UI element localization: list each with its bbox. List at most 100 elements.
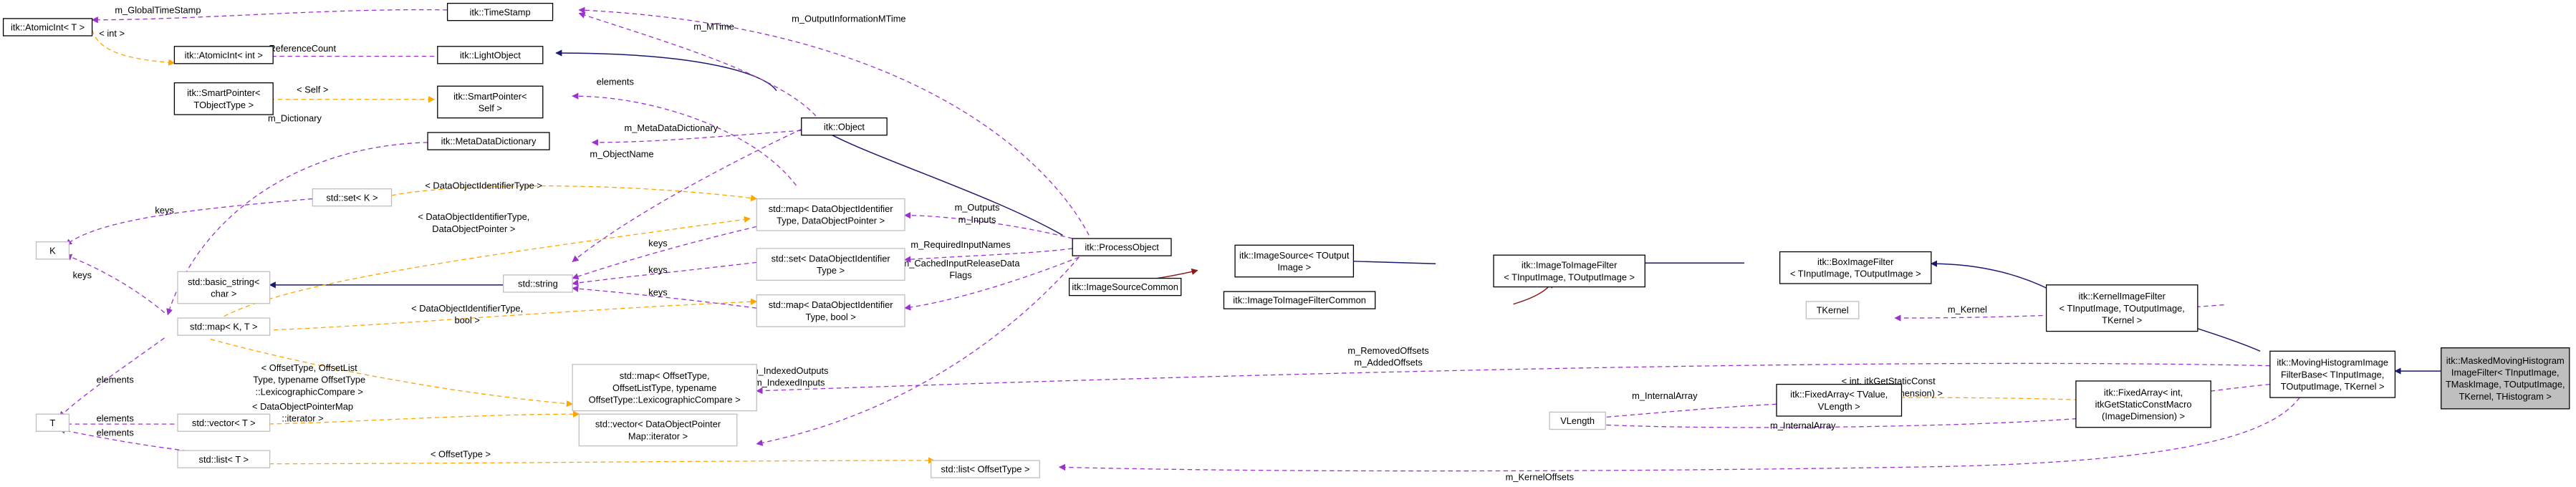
edge-label: m_InternalArray bbox=[1770, 420, 1836, 431]
edge-label-line: ::LexicographicCompare > bbox=[256, 386, 363, 397]
edge-label-line: < OffsetType, OffsetList bbox=[261, 362, 358, 373]
node-k[interactable]: K bbox=[35, 241, 70, 260]
edge-label: m_RequiredInputNames bbox=[910, 239, 1010, 250]
node-vector-dataobject-pointer-map-iterator[interactable]: std::vector< DataObjectPointerMap::itera… bbox=[578, 413, 738, 447]
node-std-string[interactable]: std::string bbox=[503, 274, 573, 293]
edge-label-line: < DataObjectIdentifierType, bbox=[418, 211, 529, 222]
node-label: Type > bbox=[817, 265, 845, 276]
node-box bbox=[173, 46, 274, 64]
node-label: T bbox=[50, 418, 56, 428]
node-fixed-array-tvalue-vlength[interactable]: itk::FixedArray< TValue,VLength > bbox=[1776, 383, 1903, 417]
node-std-set-k[interactable]: std::set< K > bbox=[312, 188, 393, 207]
node-box bbox=[1779, 251, 1932, 284]
node-label: < TInputImage, TOutputImage > bbox=[1790, 269, 1921, 279]
node-list-offset-type[interactable]: std::list< OffsetType > bbox=[931, 460, 1040, 478]
node-object[interactable]: itk::Object bbox=[801, 117, 888, 136]
edge-keys-map2 bbox=[572, 285, 757, 309]
node-box-image-filter[interactable]: itk::BoxImageFilter< TInputImage, TOutpu… bbox=[1779, 251, 1932, 284]
node-box bbox=[2, 18, 93, 37]
node-image-to-image-filter-common[interactable]: itk::ImageToImageFilterCommon bbox=[1223, 291, 1376, 309]
node-std-basic-string[interactable]: std::basic_string<char > bbox=[177, 271, 271, 304]
edge-label-line: keys bbox=[648, 264, 667, 275]
edge-label: keys bbox=[648, 238, 667, 249]
node-box bbox=[312, 188, 393, 207]
node-image-to-image-filter[interactable]: itk::ImageToImageFilter< TInputImage, TO… bbox=[1493, 254, 1645, 288]
edge-label: m_MTime bbox=[693, 21, 734, 32]
node-fixed-array-int[interactable]: itk::FixedArray< int,itkGetStaticConstMa… bbox=[2075, 380, 2211, 428]
edge-label-line: keys bbox=[73, 270, 92, 281]
edge-label: m_InternalArray bbox=[1632, 390, 1698, 401]
edge-label-line: < int, itkGetStaticConst bbox=[1842, 376, 1936, 387]
node-label: ImageFilter< TInputImage, bbox=[2451, 367, 2560, 378]
node-label: FilterBase< TInputImage, bbox=[2281, 369, 2384, 380]
edge-label: m_ReferenceCount bbox=[256, 43, 337, 54]
node-atomic-int-t[interactable]: itk::AtomicInt< T > bbox=[2, 18, 93, 37]
edge-removed-offsets bbox=[756, 362, 2270, 395]
node-kernel-image-filter[interactable]: itk::KernelImageFilter< TInputImage, TOu… bbox=[2045, 284, 2198, 332]
edge-label-line: m_AddedOffsets bbox=[1354, 357, 1422, 368]
node-map-dataobject-pointer[interactable]: std::map< DataObjectIdentifierType, Data… bbox=[756, 198, 905, 231]
node-map-offset-type[interactable]: std::map< OffsetType,OffsetListType, typ… bbox=[572, 364, 757, 412]
node-label: TKernel > bbox=[2102, 314, 2142, 325]
node-label: TOutputImage, TKernel > bbox=[2281, 381, 2385, 392]
edge-label-line: m_IndexedOutputs bbox=[751, 365, 829, 376]
edge-label: m_KernelOffsets bbox=[1506, 472, 1574, 483]
edge-label-line: ::iterator > bbox=[282, 413, 323, 423]
node-map-dataobject-bool[interactable]: std::map< DataObjectIdentifierType, bool… bbox=[756, 294, 905, 327]
node-box bbox=[1493, 254, 1645, 288]
node-t[interactable]: T bbox=[35, 413, 70, 432]
diagram-edge-labels: m_GlobalTimeStamp < int > m_ReferenceCou… bbox=[73, 4, 2195, 482]
node-label: Type, DataObjectPointer > bbox=[777, 216, 885, 226]
edge-timestamp-globaltimestamp bbox=[91, 9, 448, 24]
node-smart-pointer-self[interactable]: itk::SmartPointer<Self > bbox=[437, 85, 544, 119]
node-box bbox=[2269, 350, 2396, 398]
node-process-object[interactable]: itk::ProcessObject bbox=[1072, 238, 1172, 256]
node-label: itk::KernelImageFilter bbox=[2079, 291, 2166, 302]
edge-label-line: elements bbox=[97, 413, 134, 423]
node-label: OffsetListType, typename bbox=[612, 382, 716, 393]
node-label: K bbox=[49, 245, 56, 256]
node-label: (ImageDimension) > bbox=[2102, 411, 2185, 422]
edge-label-line: DataObjectPointer > bbox=[432, 223, 515, 234]
edge-label: elements bbox=[97, 413, 134, 423]
node-label: TKernel bbox=[1817, 305, 1849, 316]
node-box bbox=[446, 2, 554, 21]
node-set-dataobject-identifier[interactable]: std::set< DataObjectIdentifierType > bbox=[756, 248, 905, 281]
node-box bbox=[177, 450, 271, 468]
node-label: itk::MetaDataDictionary bbox=[441, 136, 537, 147]
node-image-source-common[interactable]: itk::ImageSourceCommon bbox=[1068, 277, 1182, 296]
node-timestamp[interactable]: itk::TimeStamp bbox=[446, 2, 554, 21]
edge-indexed-outputs bbox=[756, 256, 1080, 446]
node-std-vector-t[interactable]: std::vector< T > bbox=[177, 413, 271, 432]
node-atomic-int-int[interactable]: itk::AtomicInt< int > bbox=[173, 46, 274, 64]
node-label: std::vector< T > bbox=[192, 418, 256, 428]
node-metadata-dictionary[interactable]: itk::MetaDataDictionary bbox=[427, 132, 550, 150]
node-image-source[interactable]: itk::ImageSource< TOutputImage > bbox=[1234, 244, 1355, 278]
node-box bbox=[1072, 238, 1172, 256]
node-label: TObjectType > bbox=[193, 100, 254, 110]
edge-label-line: m_Outputs bbox=[955, 202, 1000, 213]
node-label: std::list< OffsetType > bbox=[941, 464, 1029, 475]
edge-label-line: Type, typename OffsetType bbox=[253, 375, 365, 385]
node-label: VLength > bbox=[1818, 401, 1860, 412]
node-box bbox=[173, 82, 274, 115]
edge-label-line: m_RequiredInputNames bbox=[910, 239, 1010, 250]
node-smart-pointer-tobjecttype[interactable]: itk::SmartPointer<TObjectType > bbox=[173, 82, 274, 115]
node-box bbox=[177, 317, 271, 336]
node-light-object[interactable]: itk::LightObject bbox=[437, 46, 544, 64]
edge-label-line: m_InternalArray bbox=[1770, 420, 1836, 431]
edge-label-line: keys bbox=[648, 238, 667, 249]
node-std-list-t[interactable]: std::list< T > bbox=[177, 450, 271, 468]
node-box bbox=[2075, 380, 2211, 428]
node-tkernel[interactable]: TKernel bbox=[1805, 301, 1860, 319]
edge-label: elements bbox=[97, 375, 134, 385]
node-vlength[interactable]: VLength bbox=[1549, 411, 1606, 430]
edge-label: m_GlobalTimeStamp bbox=[115, 4, 201, 15]
node-std-map-k-t[interactable]: std::map< K, T > bbox=[177, 317, 271, 336]
edge-elements-t bbox=[59, 337, 165, 418]
